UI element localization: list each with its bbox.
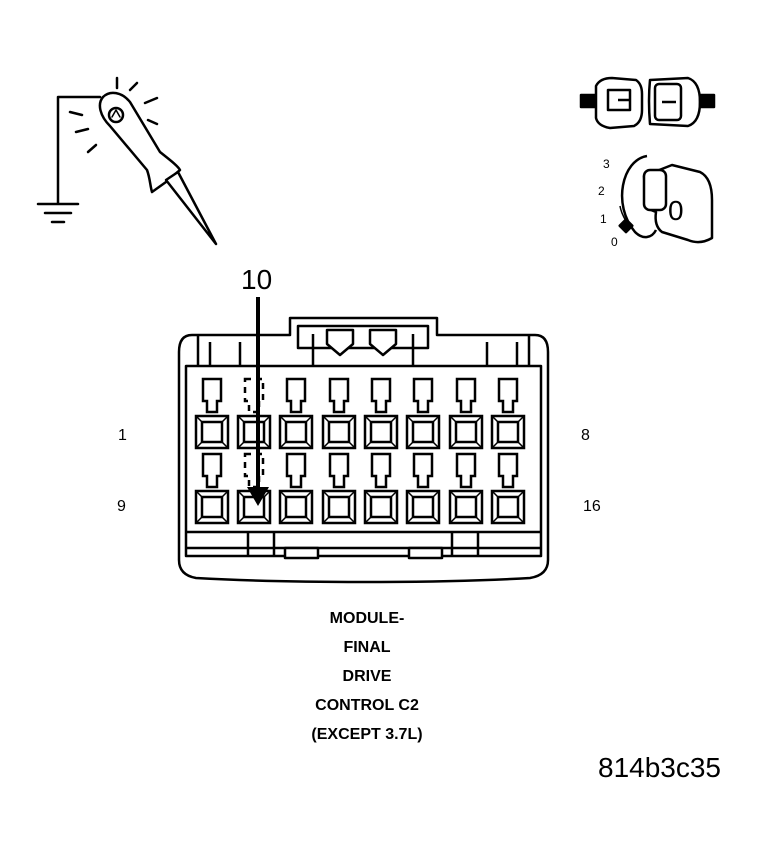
pin-cavity-1 bbox=[194, 377, 230, 450]
ignition-key-icon bbox=[618, 154, 714, 244]
caption-line-5: (EXCEPT 3.7L) bbox=[311, 726, 423, 743]
pin-cavity-3 bbox=[278, 377, 314, 450]
pin-cavity-2 bbox=[236, 377, 272, 450]
switch-position-1: 1 bbox=[600, 212, 607, 226]
disconnected-connector-icon bbox=[579, 76, 716, 130]
switch-position-0: 0 bbox=[611, 235, 618, 249]
caption-line-3: DRIVE bbox=[342, 668, 392, 685]
pin-cavity-13 bbox=[363, 452, 399, 525]
switch-position-2: 2 bbox=[598, 184, 605, 198]
pin-number-9: 9 bbox=[117, 498, 126, 515]
pin-callout-label: 10 bbox=[241, 264, 273, 295]
pin-number-16: 16 bbox=[583, 498, 601, 515]
pin-cavity-7 bbox=[448, 377, 484, 450]
figure-id: 814b3c35 bbox=[598, 752, 722, 783]
connector-c2 bbox=[177, 316, 550, 584]
key-label: 0 bbox=[668, 195, 684, 226]
caption-line-1: MODULE- bbox=[329, 610, 405, 627]
pin-cavity-11 bbox=[278, 452, 314, 525]
pin-cavity-15 bbox=[448, 452, 484, 525]
pin-cavity-4 bbox=[321, 377, 357, 450]
pin-cavity-16 bbox=[490, 452, 526, 525]
caption-line-2: FINAL bbox=[343, 639, 391, 656]
connector-cavities bbox=[194, 377, 526, 525]
pin-cavity-5 bbox=[363, 377, 399, 450]
switch-position-3: 3 bbox=[603, 157, 610, 171]
pin-cavity-12 bbox=[321, 452, 357, 525]
callout-arrow bbox=[247, 297, 269, 506]
pin-cavity-9 bbox=[194, 452, 230, 525]
test-light-to-ground-icon bbox=[36, 76, 218, 246]
pin-cavity-14 bbox=[405, 452, 441, 525]
pin-number-1: 1 bbox=[118, 427, 127, 444]
pin-number-8: 8 bbox=[581, 427, 590, 444]
caption-line-4: CONTROL C2 bbox=[315, 697, 419, 714]
pin-cavity-8 bbox=[490, 377, 526, 450]
pin-cavity-6 bbox=[405, 377, 441, 450]
